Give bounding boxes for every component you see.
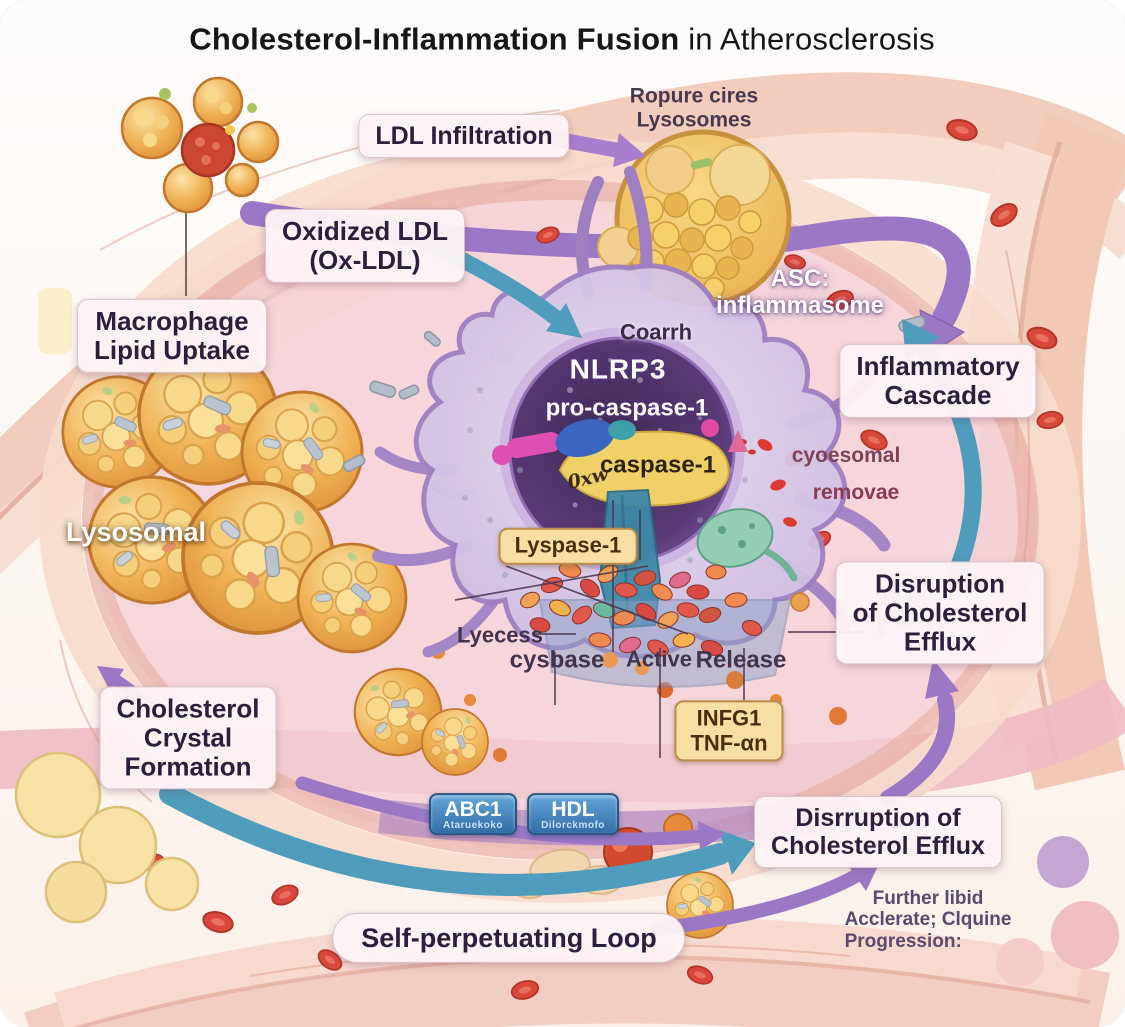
- title-rest: in Atherosclerosis: [679, 21, 935, 57]
- label-active: Active: [625, 646, 693, 672]
- label-oxidized-ldl: Oxidized LDL (Ox-LDL): [264, 208, 466, 284]
- label-cytokines: INFG1 TNF-αn: [674, 700, 784, 762]
- label-self-perpetuating-loop: Self-perpetuating Loop: [332, 912, 686, 964]
- hdl-transporter: HDL Dilorckmofo: [527, 793, 619, 835]
- label-release: Release: [695, 646, 787, 674]
- arrow-disruption-up: [880, 659, 959, 806]
- label-progression: Further libid Acclerate; Clquine Progres…: [844, 888, 1012, 952]
- page-title: Cholesterol-Inflammation Fusion in Ather…: [189, 21, 935, 58]
- label-asc-inflammasome: ASC: inflammasome: [715, 265, 885, 319]
- label-caspase-1: caspase-1: [599, 451, 717, 479]
- title-bold: Cholesterol-Inflammation Fusion: [189, 21, 680, 57]
- ldl-particles: [120, 76, 280, 296]
- label-cholesterol-crystal-formation: Cholesterol Crystal Formation: [99, 686, 277, 790]
- label-ldl-infiltration: LDL Infiltration: [358, 114, 570, 158]
- label-lysosomal-removal-2: removae: [812, 481, 900, 505]
- cytokine-particles: [520, 562, 810, 689]
- label-lysosomal: Lysosomal: [65, 516, 207, 547]
- label-rupture-lysosomes: Ropure cires Lysosomes: [629, 84, 759, 131]
- label-coarrh: Coarrh: [619, 319, 693, 345]
- label-cysbase: cysbase: [509, 646, 605, 674]
- label-inflammatory-cascade: Inflammatory Cascade: [839, 343, 1037, 419]
- label-lysosomal-removal-1: cyoesomal: [791, 444, 901, 468]
- label-lyecess: Lyecess: [456, 622, 544, 648]
- arrow-self-loop: [651, 861, 879, 936]
- label-pro-caspase-1: pro-caspase-1: [545, 394, 709, 422]
- label-disruption-efflux-bottom: Disrruption of Cholesterol Efflux: [754, 796, 1002, 868]
- leader-lines: [454, 500, 864, 758]
- abc1-transporter: ABC1 Ataruekoko: [428, 793, 518, 835]
- label-disruption-efflux-right: Disruption of Cholesterol Efflux: [835, 561, 1045, 665]
- label-lyspase-1: Lyspase-1: [498, 527, 638, 565]
- arrow-loop-teal: [159, 783, 756, 896]
- label-nlrp3: NLRP3: [569, 353, 667, 385]
- label-macrophage-lipid-uptake: Macrophage Lipid Uptake: [76, 298, 268, 374]
